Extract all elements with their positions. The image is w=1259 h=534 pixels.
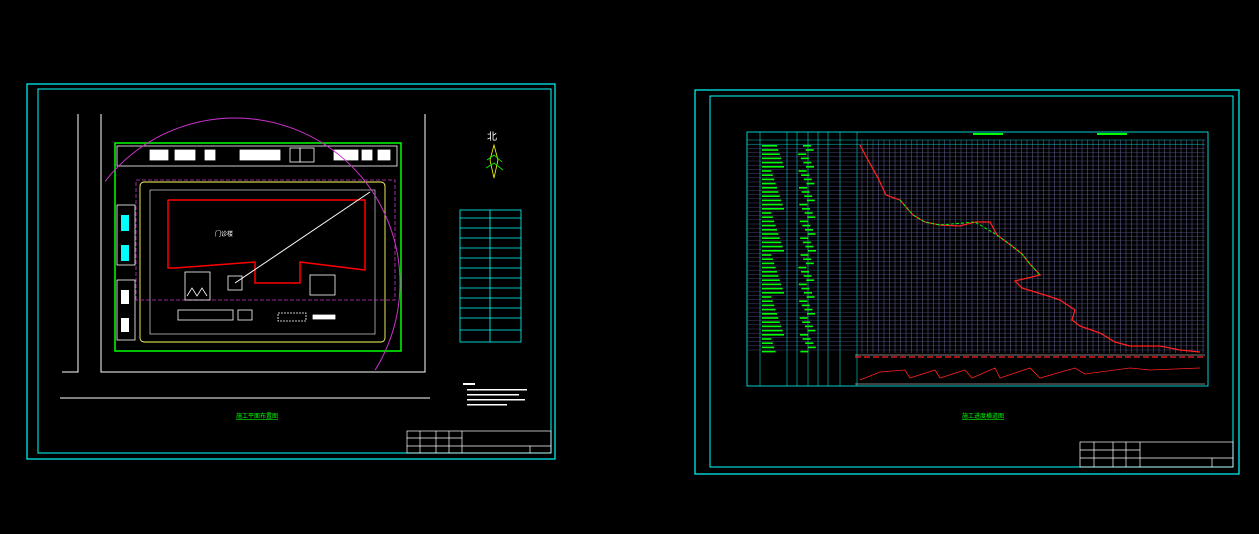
site-roads (60, 114, 430, 399)
sheet-left-title: 施工平面布置图 (236, 412, 278, 420)
sheet-right[interactable]: 施工进度横道图 (694, 89, 1240, 475)
sheet-right-outer-frame (694, 89, 1240, 475)
legend-table (459, 209, 522, 343)
resource-curve (859, 367, 1201, 381)
main-building-outline (167, 199, 366, 284)
tower-crane-icon (105, 117, 401, 370)
resource-axis (855, 354, 1205, 385)
temp-pipeline (135, 179, 396, 301)
sheet-right-title: 施工进度横道图 (962, 412, 1004, 420)
sheet-right-inner-frame (709, 95, 1234, 468)
title-block-right (1079, 441, 1234, 468)
building-label: 门诊楼 (215, 230, 233, 238)
schedule-table (746, 131, 1209, 387)
progress-line (859, 144, 1201, 353)
site-boundary (114, 142, 402, 352)
progress-line-critical (899, 199, 1041, 276)
temp-buildings-left (116, 204, 136, 341)
sheet-left-outer-frame (26, 83, 556, 460)
site-access-path (139, 181, 386, 343)
sheet-left-inner-frame (37, 88, 552, 454)
north-arrow-icon: 北 (485, 131, 504, 179)
yard-items (177, 271, 336, 322)
task-list (759, 132, 858, 386)
title-block-left (406, 430, 552, 454)
sheet-left[interactable]: 门诊楼 北 (26, 83, 556, 460)
temp-buildings-top (116, 145, 398, 167)
schedule-grid (747, 139, 1205, 353)
general-notes (463, 383, 527, 406)
north-label: 北 (487, 131, 497, 143)
